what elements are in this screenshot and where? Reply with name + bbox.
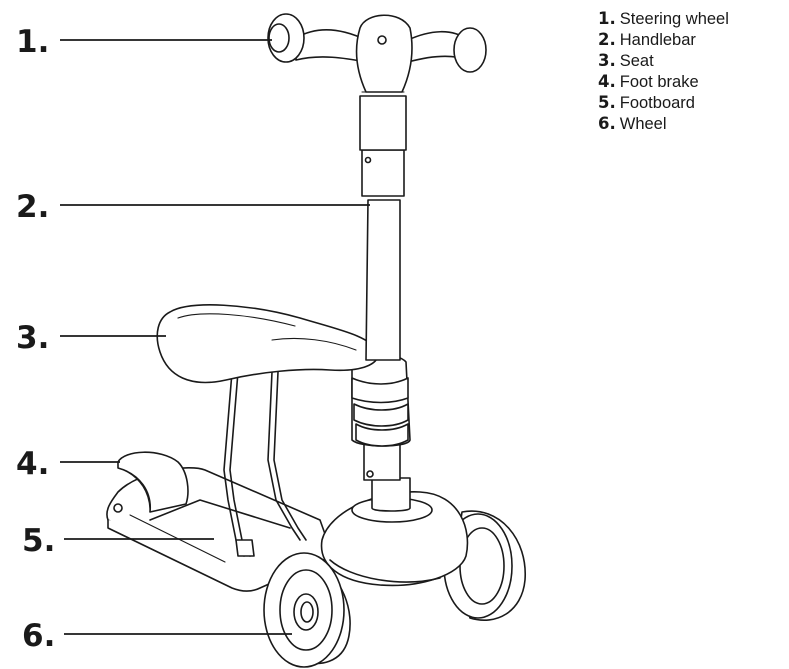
seat-support [223,371,307,557]
callout-number: 1. [16,24,49,60]
callout-5: 5. [22,523,214,559]
legend-item: 5.Footboard [598,93,695,112]
front-body [320,477,469,587]
steering-collar [351,353,411,481]
legend-item: 6.Wheel [598,114,667,133]
legend-item: 4.Foot brake [598,72,699,91]
callout-6: 6. [22,618,292,654]
foot-brake [117,451,189,513]
callout-3: 3. [16,320,166,356]
seat [156,304,379,384]
callout-2: 2. [16,189,370,225]
legend-item: 3.Seat [598,51,654,70]
callout-number: 4. [16,446,49,482]
front-left-wheel [263,552,351,668]
callout-number: 2. [16,189,49,225]
steering-wheel [267,13,487,93]
callout-number: 3. [16,320,49,356]
parts-legend: 1.Steering wheel 2.Handlebar 3.Seat 4.Fo… [598,9,729,133]
callout-number: 5. [22,523,55,559]
handlebar-stem [359,91,407,361]
legend-item: 1.Steering wheel [598,9,729,28]
callout-1: 1. [16,24,272,60]
callout-4: 4. [16,446,120,482]
scooter-illustration [106,13,526,668]
callout-number: 6. [22,618,55,654]
legend-item: 2.Handlebar [598,30,696,49]
